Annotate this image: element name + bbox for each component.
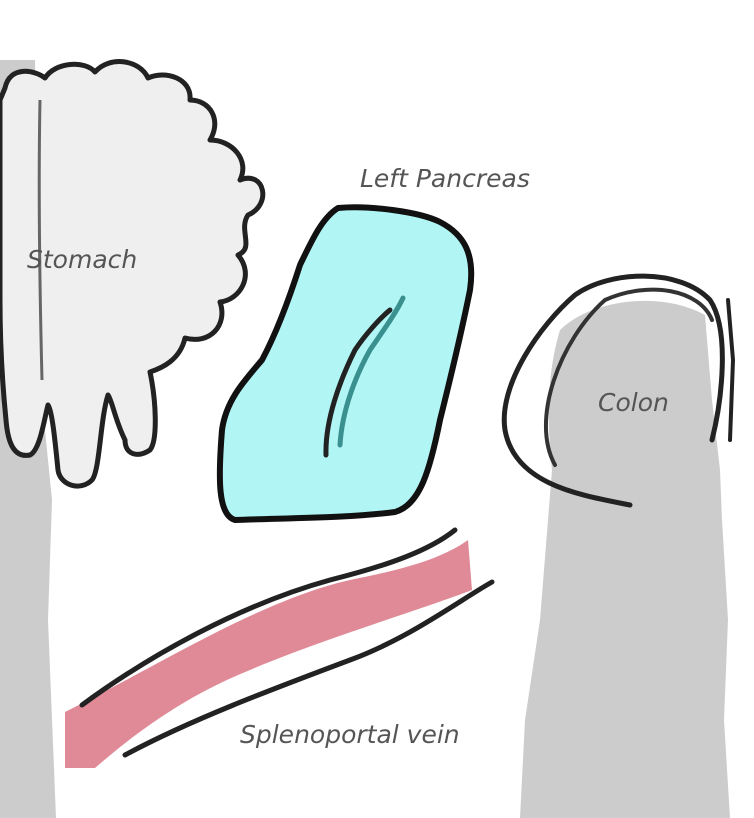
colon-outline	[501, 273, 725, 508]
colon-inner-arc	[543, 287, 714, 467]
stomach-inner-line	[37, 99, 44, 381]
pancreas-duct-inner	[337, 295, 406, 448]
stomach-label: Stomach	[27, 245, 138, 274]
stomach-shape	[0, 59, 266, 489]
vein-upper-edge	[79, 527, 458, 708]
pancreas-duct-outer	[323, 307, 393, 458]
left-pancreas-shape	[216, 204, 475, 523]
left-pancreas-label: Left Pancreas	[360, 164, 530, 193]
colon-label: Colon	[598, 388, 669, 417]
colon-edge-line	[726, 298, 736, 442]
vein-lower-edge	[122, 579, 495, 758]
splenoportal-vein-shape	[65, 540, 472, 768]
splenoportal-vein-label: Splenoportal vein	[240, 720, 460, 749]
colon-tissue-column	[520, 300, 730, 818]
